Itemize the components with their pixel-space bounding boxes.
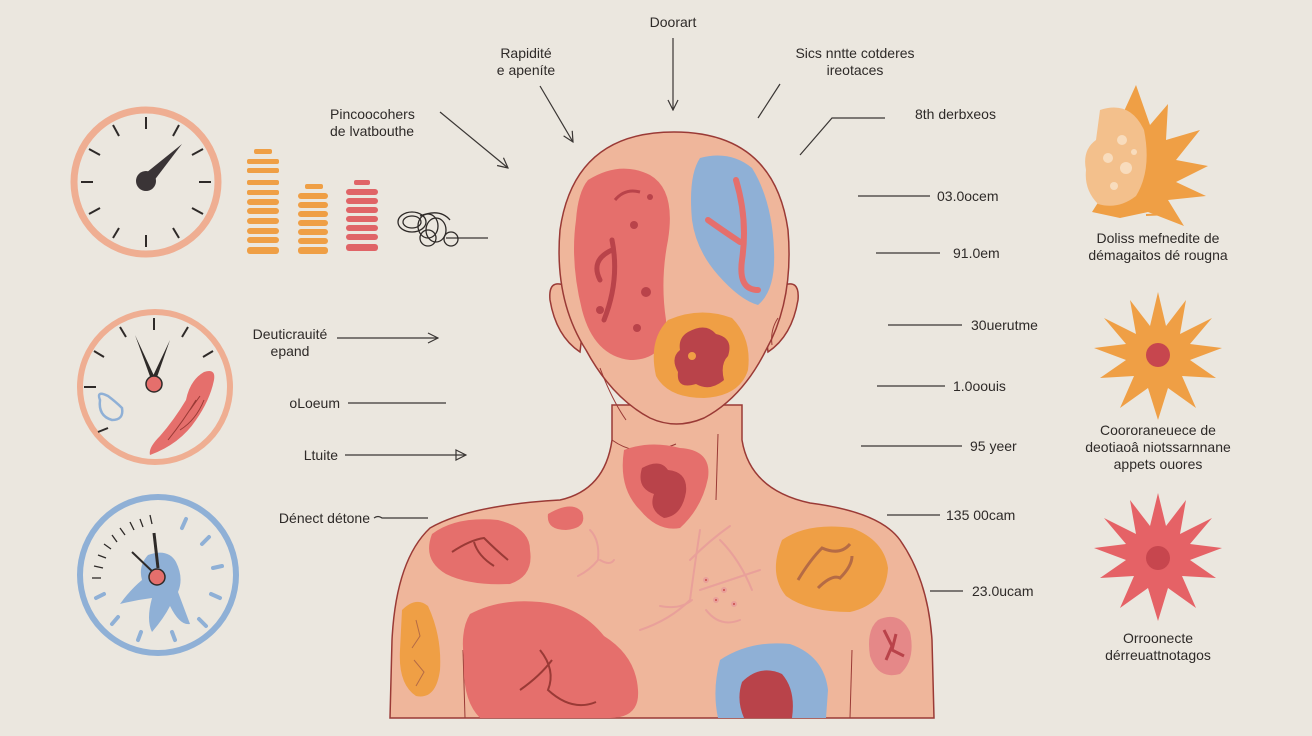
caption-line: appets ouores — [1113, 456, 1203, 472]
label-line: Rapidité — [500, 45, 552, 61]
measurement-text: 91.0em — [953, 245, 1000, 261]
measurement-text: 30uerutme — [971, 317, 1038, 333]
measurement-text: 03.0ocem — [937, 188, 999, 204]
left-shoulder-patch — [429, 519, 531, 585]
label-line: Pincoocohers — [330, 106, 415, 122]
head-blue-patch — [691, 155, 775, 305]
caption-line: Orroonecte — [1122, 630, 1194, 646]
label-rapidite: Rapidité e apeníte — [478, 45, 574, 79]
label-sics: Sics nntte cotderes ireotaces — [760, 45, 950, 79]
leader-lines — [337, 38, 963, 592]
human-figure — [389, 131, 935, 719]
label-line: Dénect détone — [278, 510, 370, 526]
right-arm-patch — [869, 616, 912, 676]
measurement-2: 03.0ocem — [937, 188, 998, 205]
measurement-4: 30uerutme — [971, 317, 1038, 334]
label-line: Ltuite — [303, 447, 338, 463]
measurement-text: 8th derbxeos — [915, 106, 996, 122]
side-caption-3: Orroonecte dérreuattnotagos — [1058, 630, 1258, 664]
label-deuticraute: Deuticrauité epand — [240, 326, 340, 360]
measurement-text: 23.0ucam — [972, 583, 1034, 599]
measurement-5: 1.0oouis — [953, 378, 1006, 395]
label-pincoocohers: Pincoocohers de lvatbouthe — [330, 106, 415, 140]
label-line: Doorart — [649, 14, 697, 30]
caption-line: Doliss mefnedite de — [1096, 230, 1220, 246]
chest-red-patch — [462, 601, 639, 718]
caption-line: Coororaneuece de — [1100, 422, 1216, 438]
label-line: ireotaces — [826, 62, 884, 78]
orange-starburst-icon — [1094, 292, 1222, 420]
right-shoulder-patch — [775, 526, 888, 612]
orange-burst-virus-icon — [1085, 85, 1208, 226]
level-bars-icon — [247, 149, 378, 254]
caption-line: deotiaoâ niotssarnnane — [1085, 439, 1231, 455]
measurement-text: 95 yeer — [970, 438, 1017, 454]
red-starburst-icon — [1094, 493, 1222, 621]
label-ltuite: Ltuite — [260, 447, 338, 464]
side-caption-2: Coororaneuece de deotiaoâ niotssarnnane … — [1058, 422, 1258, 473]
measurement-6: 95 yeer — [970, 438, 1017, 455]
label-line: e apeníte — [496, 62, 556, 78]
label-denect: Dénect détone — [240, 510, 370, 527]
label-line: Sics nntte cotderes — [795, 45, 915, 61]
figure-clock-icon — [77, 494, 239, 656]
label-line: oLoeum — [289, 395, 340, 411]
measurement-7: 135 00cam — [946, 507, 1015, 524]
measurement-text: 135 00cam — [946, 507, 1016, 523]
label-line: Deuticrauité — [252, 326, 328, 342]
caption-line: dérreuattnotagos — [1105, 647, 1211, 663]
measurement-1: 8th derbxeos — [915, 106, 996, 123]
label-doorart: Doorart — [630, 14, 716, 31]
measurement-8: 23.0ucam — [972, 583, 1033, 600]
measurement-3: 91.0em — [953, 245, 1000, 262]
vein-network — [577, 525, 761, 631]
label-line: epand — [270, 343, 310, 359]
side-caption-1: Doliss mefnedite de démagaitos dé rougna — [1058, 230, 1258, 264]
label-oloeum: oLoeum — [260, 395, 340, 412]
caption-line: démagaitos dé rougna — [1088, 247, 1228, 263]
coiled-wire-icon — [397, 211, 459, 247]
measurement-text: 1.0oouis — [953, 378, 1006, 394]
organ-clock-icon — [77, 309, 233, 465]
gauge-clock-icon — [70, 106, 222, 258]
label-line: de lvatbouthe — [330, 123, 415, 139]
